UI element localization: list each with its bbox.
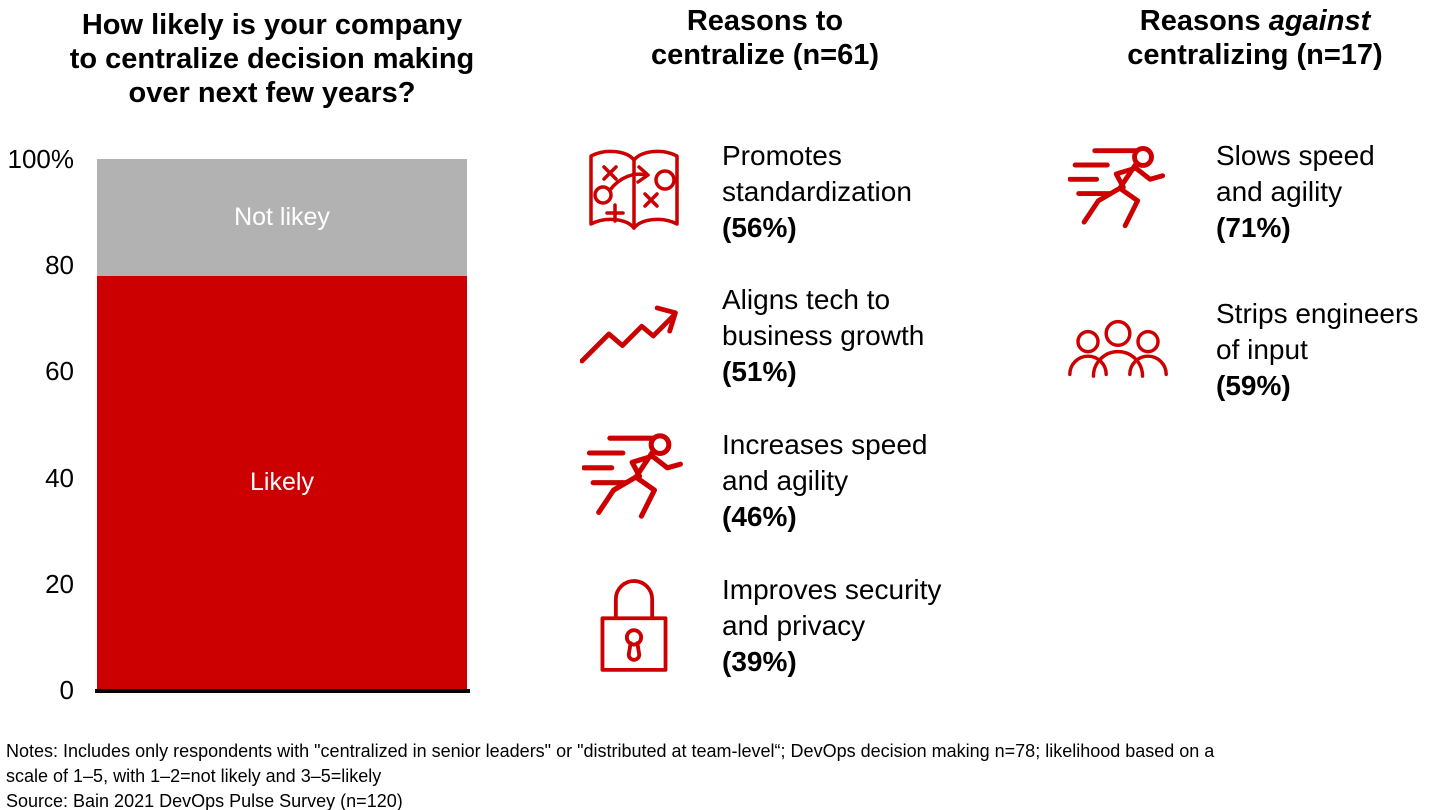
runner-icon bbox=[580, 427, 688, 531]
bar-segment-not-likely-label: Not likey bbox=[234, 202, 330, 231]
reason-label-line-1: Improves security bbox=[722, 574, 942, 605]
growth-arrow-icon bbox=[580, 282, 688, 386]
notes-line-1: Notes: Includes only respondents with "c… bbox=[6, 741, 1215, 761]
padlock-icon bbox=[580, 572, 688, 676]
reason-percent: (56%) bbox=[722, 212, 797, 243]
y-axis: 100% 80 60 40 20 0 bbox=[0, 0, 75, 810]
chart-title-line-2: to centralize decision making bbox=[69, 43, 475, 75]
reason-label-line-1: Strips engineers bbox=[1216, 298, 1419, 329]
y-tick-40: 40 bbox=[45, 463, 74, 493]
reasons-against-header-line-2: centralizing (n=17) bbox=[1127, 39, 1383, 71]
reason-percent: (46%) bbox=[722, 501, 797, 532]
reasons-against-header-line-1: Reasons against bbox=[1080, 4, 1430, 38]
chart-title-line-1: How likely is your company bbox=[81, 9, 463, 41]
reasons-for-header-line-1: Reasons to bbox=[686, 5, 844, 37]
y-tick-80: 80 bbox=[45, 250, 74, 280]
source-line: Source: Bain 2021 DevOps Pulse Survey (n… bbox=[6, 791, 403, 810]
reasons-for-header-line-2: centralize (n=61) bbox=[650, 39, 880, 71]
reason-item-strips-engineers: Strips engineers of input (59%) bbox=[1068, 296, 1440, 404]
reason-label-line-2: of input bbox=[1216, 334, 1308, 365]
x-axis-baseline bbox=[95, 689, 470, 693]
reason-text: Slows speed and agility (71%) bbox=[1216, 138, 1375, 246]
reason-label-line-2: business growth bbox=[722, 320, 925, 351]
reason-percent: (39%) bbox=[722, 646, 797, 677]
notes-line-2: scale of 1–5, with 1–2=not likely and 3–… bbox=[6, 766, 382, 786]
bar-segment-likely: Likely bbox=[97, 275, 467, 690]
people-icon bbox=[1068, 296, 1168, 400]
chart-title-line-3: over next few years? bbox=[128, 77, 416, 109]
reason-item-slows-speed: Slows speed and agility (71%) bbox=[1068, 138, 1440, 246]
strategy-map-icon bbox=[580, 138, 688, 242]
bar-segment-likely-label: Likely bbox=[250, 468, 314, 497]
footnotes: Notes: Includes only respondents with "c… bbox=[6, 739, 1436, 810]
reason-percent: (71%) bbox=[1216, 212, 1291, 243]
reason-item-increases-speed: Increases speed and agility (46%) bbox=[580, 427, 1000, 535]
reason-text: Improves security and privacy (39%) bbox=[722, 572, 941, 680]
reason-item-improves-security: Improves security and privacy (39%) bbox=[580, 572, 1000, 680]
reason-label-line-1: Increases speed bbox=[722, 429, 928, 460]
reason-item-aligns-tech: Aligns tech to business growth (51%) bbox=[580, 282, 1000, 390]
reasons-against-italic-word: against bbox=[1268, 5, 1371, 37]
reason-label-line-1: Promotes bbox=[722, 140, 842, 171]
reason-label-line-2: and agility bbox=[722, 465, 849, 496]
stacked-bar: Not likey Likely bbox=[97, 159, 467, 690]
reason-text: Strips engineers of input (59%) bbox=[1216, 296, 1418, 404]
runner-icon bbox=[1068, 138, 1168, 242]
reason-label-line-2: and privacy bbox=[722, 610, 866, 641]
reason-text: Increases speed and agility (46%) bbox=[722, 427, 927, 535]
reason-percent: (51%) bbox=[722, 356, 797, 387]
reason-label-line-1: Slows speed bbox=[1216, 140, 1375, 171]
reason-label-line-2: and agility bbox=[1216, 176, 1343, 207]
y-tick-20: 20 bbox=[45, 569, 74, 599]
y-tick-60: 60 bbox=[45, 356, 74, 386]
reason-label-line-1: Aligns tech to bbox=[722, 284, 891, 315]
bar-segment-not-likely: Not likey bbox=[97, 159, 467, 276]
reasons-against-prefix: Reasons bbox=[1139, 5, 1269, 37]
reasons-against-header: Reasons against centralizing (n=17) bbox=[1080, 4, 1430, 72]
chart-title: How likely is your company to centralize… bbox=[42, 8, 502, 110]
reasons-for-header: Reasons to centralize (n=61) bbox=[605, 4, 925, 72]
reason-item-promotes-standardization: Promotes standardization (56%) bbox=[580, 138, 1000, 246]
reason-text: Aligns tech to business growth (51%) bbox=[722, 282, 924, 390]
reason-label-line-2: standardization bbox=[722, 176, 912, 207]
y-tick-0: 0 bbox=[59, 675, 74, 705]
y-tick-100: 100% bbox=[7, 144, 75, 174]
reason-percent: (59%) bbox=[1216, 370, 1291, 401]
reason-text: Promotes standardization (56%) bbox=[722, 138, 912, 246]
